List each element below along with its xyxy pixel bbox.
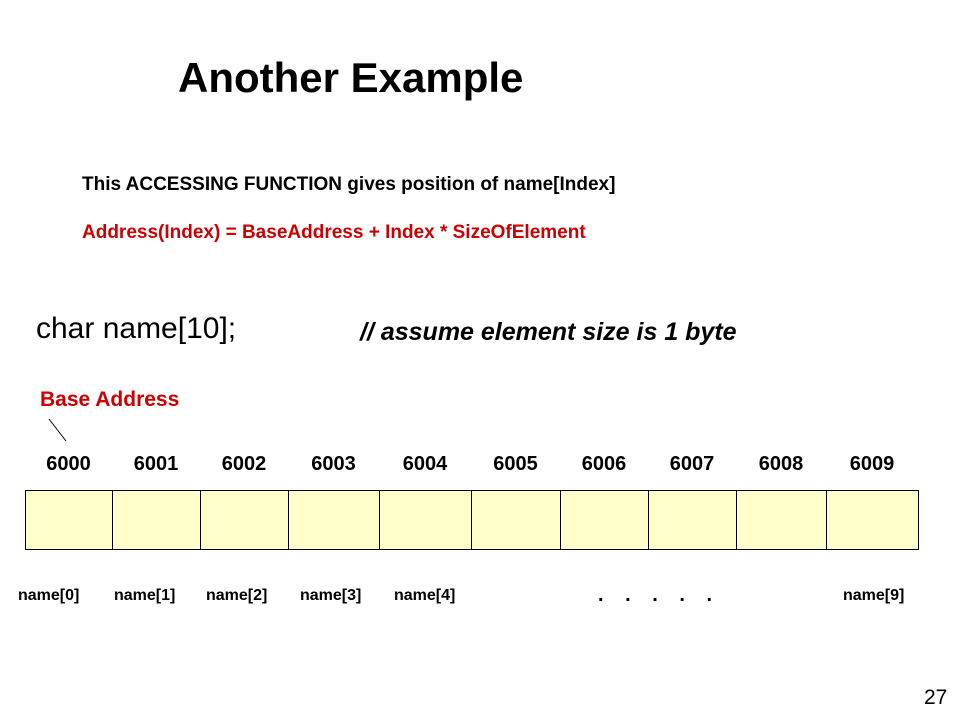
ellipsis: . . . . . [598, 584, 721, 606]
element-label-1: name[1] [114, 587, 176, 604]
element-label-4: name[4] [394, 587, 456, 604]
element-label-2: name[2] [206, 587, 268, 604]
address-0: 6000 [46, 453, 91, 475]
pointer-line [48, 418, 67, 442]
element-label-last: name[9] [843, 587, 905, 604]
memory-cell-8 [736, 490, 827, 550]
address-4: 6004 [402, 453, 448, 475]
declaration-text: char name[10]; [36, 312, 237, 345]
address-5: 6005 [493, 453, 538, 475]
memory-cell-9 [826, 490, 919, 550]
page-number: 27 [924, 686, 948, 709]
address-3: 6003 [311, 453, 356, 475]
element-label-0: name[0] [18, 587, 80, 604]
formula-text: Address(Index) = BaseAddress + Index * S… [82, 222, 586, 243]
memory-cell-5 [471, 490, 561, 550]
memory-cell-7 [648, 490, 737, 550]
address-1: 6001 [133, 453, 179, 475]
address-2: 6002 [221, 453, 267, 475]
memory-cell-1 [112, 490, 201, 550]
description-text: This ACCESSING FUNCTION gives position o… [82, 174, 616, 195]
slide-title: Another Example [178, 54, 524, 101]
memory-cell-4 [379, 490, 472, 550]
address-8: 6008 [758, 453, 804, 475]
memory-cell-6 [560, 490, 649, 550]
address-6: 6006 [581, 453, 627, 475]
memory-cell-0 [25, 490, 113, 550]
element-label-3: name[3] [300, 587, 362, 604]
comment-text: // assume element size is 1 byte [360, 318, 737, 346]
base-address-label: Base Address [40, 388, 180, 411]
address-9: 6009 [849, 453, 895, 475]
memory-cell-2 [200, 490, 289, 550]
memory-cell-3 [288, 490, 380, 550]
address-7: 6007 [669, 453, 715, 475]
